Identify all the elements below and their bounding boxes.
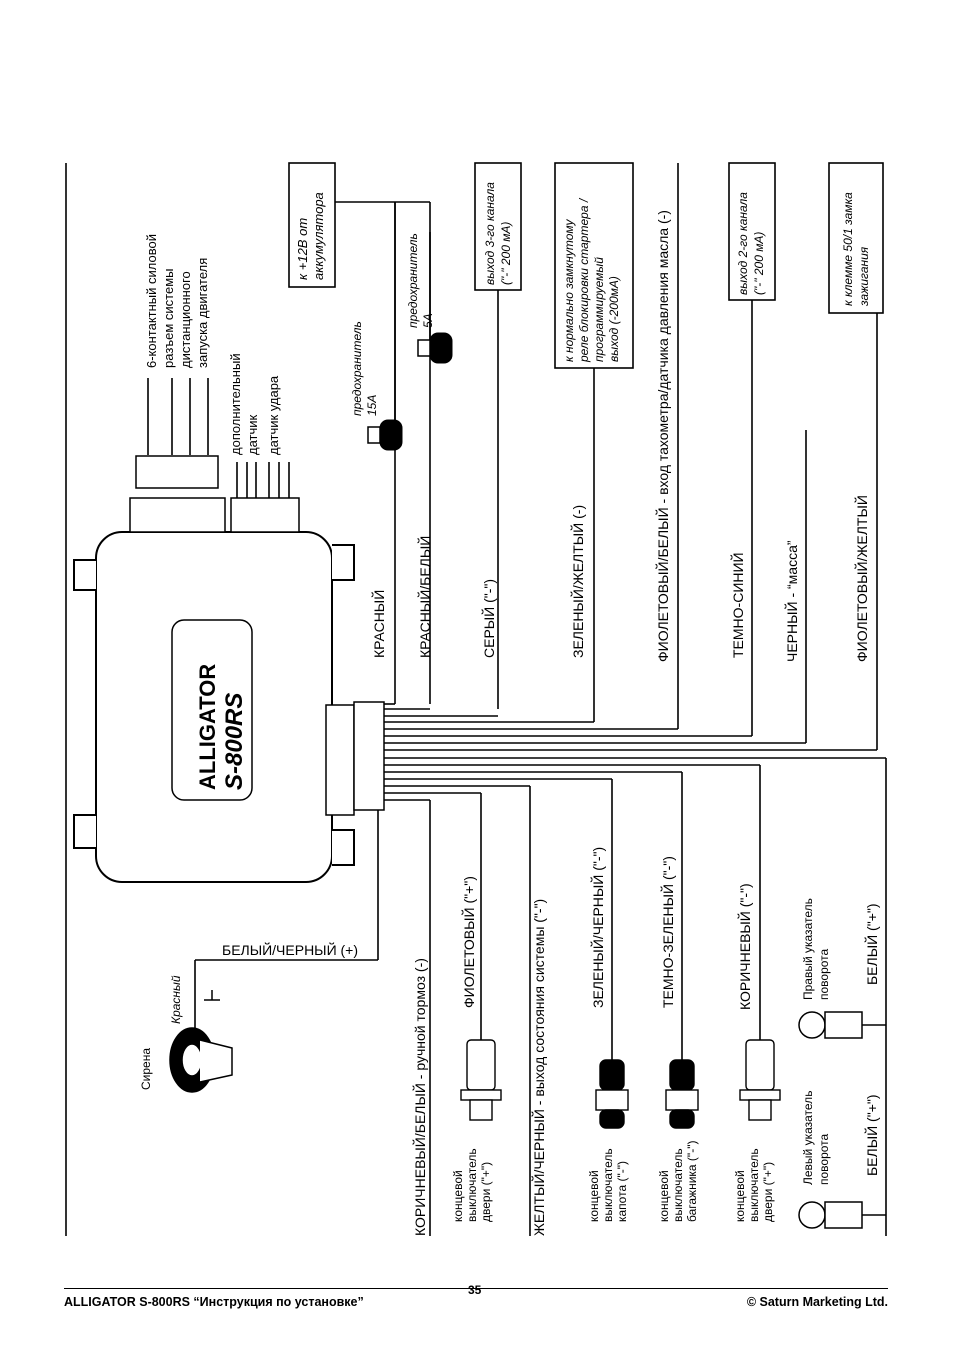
starter-box-text: к нормально замкнутомуреле блокировки ст… xyxy=(562,197,621,363)
ch2-box xyxy=(728,162,776,301)
right-wire-label-5: ТЕМНО-СИНИЙ xyxy=(729,552,746,658)
battery-box xyxy=(288,162,336,288)
alarm-unit xyxy=(73,497,385,883)
starter-box xyxy=(554,162,634,369)
siren-wire-label: Красный xyxy=(169,975,183,1024)
page-number: 35 xyxy=(468,1283,482,1297)
fuse-5a-icon xyxy=(417,332,453,364)
siren-label: Сирена xyxy=(139,1048,153,1090)
fuse-15a-label: предохранитель15А xyxy=(350,321,379,416)
dark-green-wire-label: ТЕМНО-ЗЕЛЕНЫЙ ("-") xyxy=(659,856,676,1008)
trunk-switch-label: концевойвыключательбагажника ("-") xyxy=(657,1141,699,1222)
right-wire-label-2: СЕРЫЙ ("-") xyxy=(480,579,497,658)
door-switch-icon xyxy=(460,1039,502,1121)
white-right-wire-label: БЕЛЫЙ ("+") xyxy=(863,904,880,986)
siren-icon xyxy=(169,990,233,1093)
right-turn-bulb-icon xyxy=(798,1011,863,1039)
green-black-wire-label: ЗЕЛЕНЫЙ/ЧЕРНЫЙ ("-") xyxy=(589,847,606,1008)
door2-switch-label: концевойвыключательдвери ("+") xyxy=(733,1148,775,1222)
footer-copyright: © Saturn Marketing Ltd. xyxy=(746,1295,888,1309)
white-black-wire-label: БЕЛЫЙ/ЧЕРНЫЙ (+) xyxy=(222,941,358,958)
battery-box-text: к +12В отаккумулятора xyxy=(295,192,326,280)
unit-logo: ALLIGATOR xyxy=(195,664,220,790)
unit-model: S-800RS xyxy=(221,693,248,790)
left-turn-bulb-icon xyxy=(798,1201,863,1229)
door2-switch-icon xyxy=(739,1039,781,1121)
brown-white-wire-label: КОРИЧНЕВЫЙ/БЕЛЫЙ - ручной тормоз (-) xyxy=(411,958,428,1236)
shock-sensor-label: датчик удара xyxy=(266,375,281,455)
fuse-5a-label: предохранитель5А xyxy=(406,233,435,328)
footer-title: ALLIGATOR S-800RS “Инструкция по установ… xyxy=(64,1295,364,1309)
yellow-black-wire-label: ЖЕЛТЫЙ/ЧЕРНЫЙ - выход состояния системы … xyxy=(530,899,547,1236)
ch2-box-text: выход 2-го канала("-" 200 мА) xyxy=(736,192,766,295)
right-wire-label-3: ЗЕЛЕНЫЙ/ЖЕЛТЫЙ (-) xyxy=(569,505,586,658)
trunk-switch-icon xyxy=(665,1059,699,1129)
white-left-wire-label: БЕЛЫЙ ("+") xyxy=(863,1095,880,1177)
ch3-box-text: выход 3-го канала("-" 200 мА) xyxy=(483,182,513,285)
violet-wire-label: ФИОЛЕТОВЫЙ ("+") xyxy=(460,876,477,1008)
hood-switch-icon xyxy=(595,1059,629,1129)
right-wire-label-6: ЧЕРНЫЙ - “масса” xyxy=(783,540,800,662)
hood-switch-label: концевойвыключателькапота ("-") xyxy=(587,1148,629,1222)
ignition-box xyxy=(828,162,884,314)
right-wire-label-7: ФИОЛЕТОВЫЙ/ЖЕЛТЫЙ xyxy=(853,495,870,662)
ch3-box xyxy=(474,162,522,291)
fuse-15a-icon xyxy=(367,419,403,451)
right-wire-label-4: ФИОЛЕТОВЫЙ/БЕЛЫЙ - вход тахометра/датчик… xyxy=(654,210,671,662)
right-wire-label-1: КРАСНЫЙ/БЕЛЫЙ xyxy=(416,536,433,658)
right-wire-label-0: КРАСНЫЙ xyxy=(370,590,387,658)
page-footer: ALLIGATOR S-800RS “Инструкция по установ… xyxy=(64,1283,888,1309)
brown-wire-label: КОРИЧНЕВЫЙ ("-") xyxy=(736,883,753,1010)
door1-switch-label: концевойвыключательдвери ("+") xyxy=(451,1148,493,1222)
